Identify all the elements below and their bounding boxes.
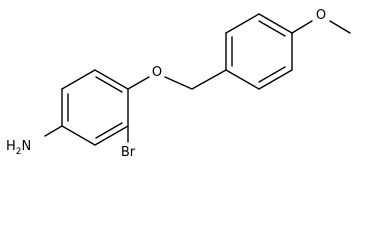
amine-h: H [6, 139, 16, 154]
bond-o-ch3 [329, 20, 351, 34]
bond-ring2-5 [258, 69, 293, 90]
bond-o-ch2 [164, 76, 193, 90]
amine-subscript: 2 [16, 147, 22, 157]
bond-ring1-4 [61, 125, 96, 146]
bond-ring1-6 [61, 69, 96, 90]
bond-ring2-o-methoxy [291, 20, 313, 34]
bond-ring2-6 [225, 69, 260, 90]
bond-ring2-double-c [258, 66, 286, 83]
bond-ring2-2 [225, 13, 260, 34]
bond-ring1-3 [94, 125, 129, 146]
oxygen-ether-label: O [152, 65, 162, 80]
bond-ring2-3 [258, 13, 293, 34]
bond-c-n [44, 125, 63, 137]
aniline-ring [61, 69, 129, 146]
methoxyphenyl-ring [225, 13, 293, 90]
amine-n: N [22, 139, 32, 154]
bond-ring1-double-b [95, 122, 123, 139]
bond-ring2-double-b [258, 20, 286, 37]
oxygen-methoxy-label: O [316, 8, 326, 23]
bond-c-o-ether [127, 76, 150, 90]
molecule-svg: O O Br H2N [6, 8, 351, 160]
bond-ring1-1 [94, 69, 129, 90]
bromine-label: Br [121, 145, 136, 160]
amine-label: H2N [6, 139, 31, 157]
bond-ring1-double-a [95, 76, 123, 93]
structure-drawing: O O Br H2N [6, 8, 351, 160]
bond-ch2-ring2 [191, 69, 227, 90]
